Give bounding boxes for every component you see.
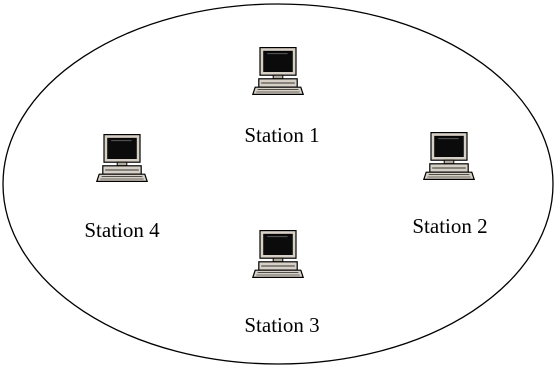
network-boundary <box>2 3 554 365</box>
station-4: Station 4 <box>84 134 160 242</box>
computer-icon <box>96 134 148 182</box>
station-2: Station 2 <box>412 132 488 238</box>
station-2-label: Station 2 <box>412 214 487 238</box>
computer-icon <box>252 230 304 278</box>
station-3: Station 3 <box>244 230 320 337</box>
station-4-label: Station 4 <box>84 218 160 242</box>
station-1-label: Station 1 <box>244 123 319 147</box>
station-3-label: Station 3 <box>244 313 319 337</box>
computer-icon <box>423 132 475 180</box>
station-1: Station 1 <box>244 46 320 147</box>
computer-icon <box>252 46 304 96</box>
